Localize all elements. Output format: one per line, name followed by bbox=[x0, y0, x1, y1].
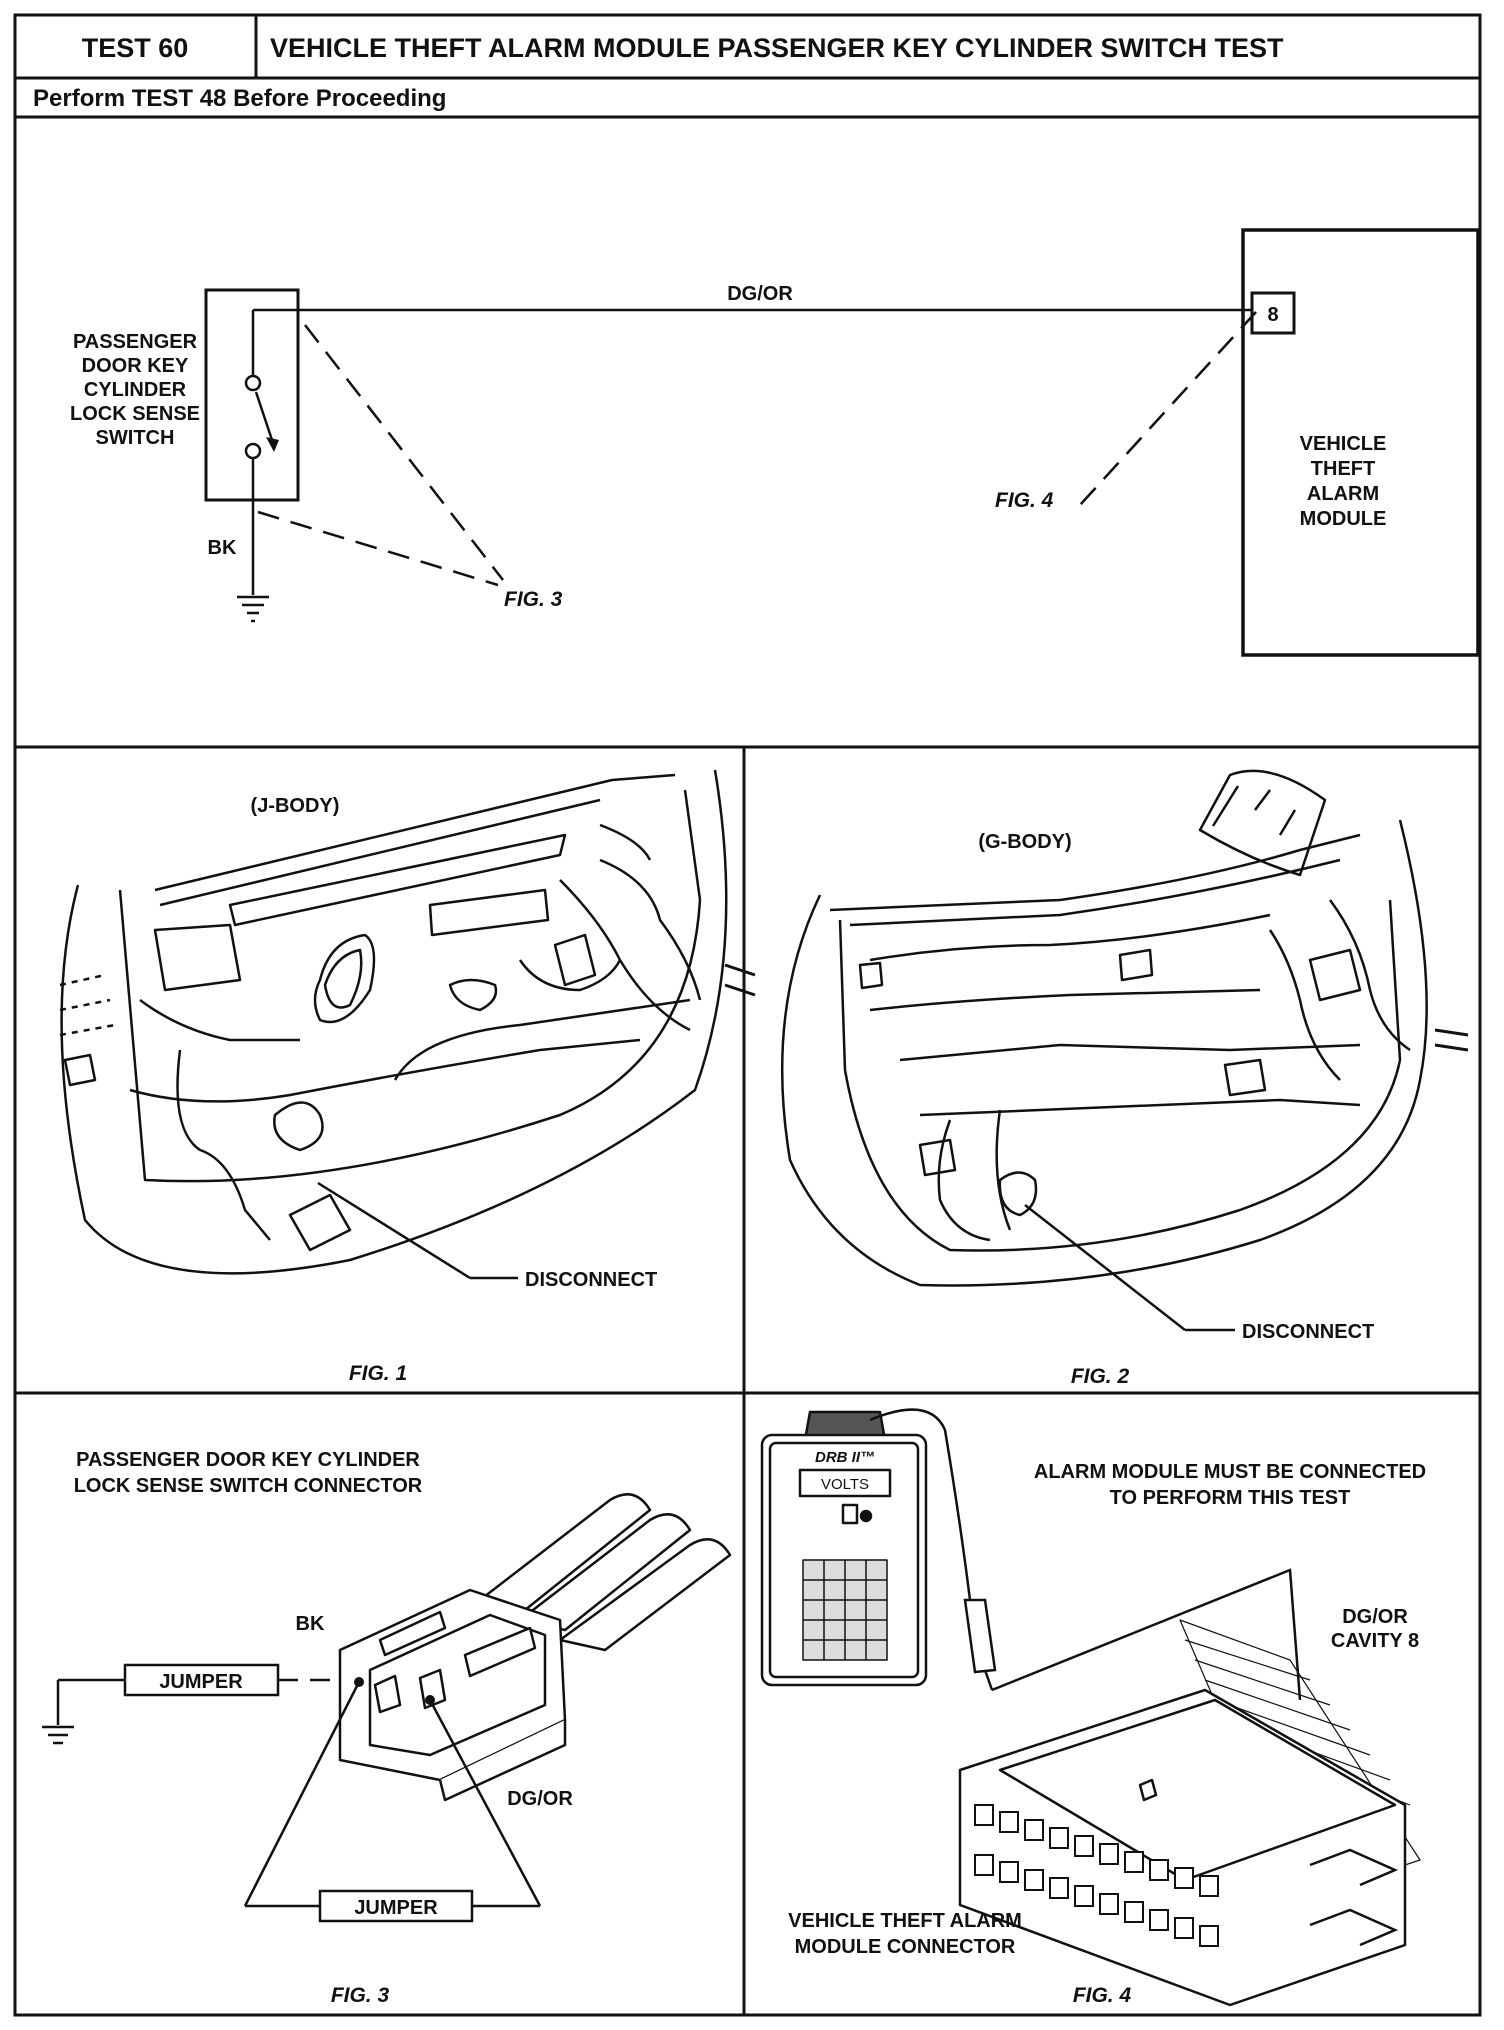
connector-latches bbox=[1309, 1848, 1399, 1947]
fig3-heading-line-2: LOCK SENSE SWITCH CONNECTOR bbox=[74, 1475, 423, 1497]
fig1-body-label: (J-BODY) bbox=[251, 795, 340, 817]
fig3-dg-or-label: DG/OR bbox=[507, 1788, 573, 1810]
test-number: TEST 60 bbox=[82, 33, 189, 63]
jumper-2-label: JUMPER bbox=[354, 1897, 438, 1919]
schematic: PASSENGER DOOR KEY CYLINDER LOCK SENSE S… bbox=[70, 228, 1480, 657]
jumper-1-label: JUMPER bbox=[159, 1671, 243, 1693]
switch-symbol bbox=[244, 308, 298, 500]
fig4-caption: FIG. 4 bbox=[1073, 1984, 1132, 2007]
wire-bundle bbox=[558, 1538, 732, 1652]
fig1-disconnect-leader bbox=[317, 1181, 471, 1280]
fig3-jumper-wiring bbox=[56, 1678, 542, 1908]
door-outline bbox=[780, 819, 1428, 1287]
fig1-caption: FIG. 1 bbox=[349, 1362, 407, 1385]
module-label-line-2: THEFT bbox=[1311, 458, 1375, 480]
ground-icon bbox=[237, 595, 269, 623]
fig4-connector-label-line-2: MODULE CONNECTOR bbox=[795, 1936, 1016, 1958]
module-label-line-1: VEHICLE bbox=[1300, 433, 1387, 455]
connector-cavities bbox=[974, 1804, 1219, 1947]
fig2-g-body-door bbox=[780, 769, 1469, 1287]
fig4-note-line-2: TO PERFORM THIS TEST bbox=[1110, 1487, 1351, 1509]
dg-or-wire-label: DG/OR bbox=[727, 283, 793, 305]
tester-brand-label: DRB II™ bbox=[815, 1449, 875, 1466]
jumper-2-box bbox=[318, 1889, 474, 1923]
switch-label-line-3: CYLINDER bbox=[84, 379, 187, 401]
pin-8-box bbox=[1250, 291, 1296, 335]
fig-4-reference: FIG. 4 bbox=[995, 489, 1054, 512]
tester-display bbox=[798, 1468, 892, 1498]
pin-8-label: 8 bbox=[1267, 304, 1278, 326]
door-outline bbox=[60, 769, 728, 1275]
switch-label-line-5: SWITCH bbox=[96, 427, 175, 449]
jumper-1-box bbox=[123, 1663, 280, 1697]
switch-label-line-2: DOOR KEY bbox=[82, 355, 189, 377]
fig2-caption: FIG. 2 bbox=[1071, 1365, 1130, 1388]
fig4-note-line-1: ALARM MODULE MUST BE CONNECTED bbox=[1034, 1461, 1426, 1483]
switch-label-line-4: LOCK SENSE bbox=[70, 403, 200, 425]
precondition-note: Perform TEST 48 Before Proceeding bbox=[33, 85, 446, 112]
alarm-module-box bbox=[1241, 228, 1480, 657]
fig2-disconnect-label: DISCONNECT bbox=[1242, 1321, 1374, 1343]
bk-wire-label: BK bbox=[208, 537, 237, 559]
fig-reference-leaders bbox=[257, 311, 1257, 587]
fig3-heading-line-1: PASSENGER DOOR KEY CYLINDER bbox=[76, 1449, 420, 1471]
fig3-connector-drawing bbox=[338, 1493, 732, 1802]
module-connector-drawing bbox=[958, 1619, 1421, 2007]
tester-probe-lead bbox=[869, 1408, 1302, 1701]
sheet-frame bbox=[13, 13, 1482, 2017]
door-inner-panel bbox=[118, 789, 702, 1183]
window-frame bbox=[829, 833, 1361, 912]
fig3-caption: FIG. 3 bbox=[331, 1984, 390, 2007]
door-inner-panel bbox=[838, 899, 1402, 1252]
module-label-line-3: ALARM bbox=[1307, 483, 1379, 505]
module-label-line-4: MODULE bbox=[1300, 508, 1387, 530]
switch-label-line-1: PASSENGER bbox=[73, 331, 198, 353]
fig4-wire-label-line-2: CAVITY 8 bbox=[1331, 1630, 1419, 1652]
tester-display-text: VOLTS bbox=[821, 1476, 869, 1493]
fig3-ground-icon bbox=[42, 1725, 74, 1745]
fig2-disconnect-leader bbox=[1024, 1204, 1186, 1331]
window-frame bbox=[154, 773, 676, 892]
fig1-j-body-door bbox=[59, 769, 756, 1275]
fig2-body-label: (G-BODY) bbox=[978, 831, 1071, 853]
test-title: VEHICLE THEFT ALARM MODULE PASSENGER KEY… bbox=[270, 33, 1284, 63]
disconnect-connector-j bbox=[288, 1193, 352, 1252]
switch-arrow-icon bbox=[266, 437, 279, 452]
disconnect-connector-g bbox=[998, 1171, 1038, 1217]
fig-3-reference: FIG. 3 bbox=[504, 588, 563, 611]
fig4-connector-label-line-1: VEHICLE THEFT ALARM bbox=[788, 1910, 1022, 1932]
tester-keypad bbox=[802, 1559, 888, 1661]
fig4-wire-label-line-1: DG/OR bbox=[1342, 1606, 1408, 1628]
fig1-disconnect-label: DISCONNECT bbox=[525, 1269, 657, 1291]
window-opening bbox=[228, 833, 567, 927]
mirror-glass bbox=[1198, 769, 1327, 877]
drb-ii-tester bbox=[760, 1410, 928, 1687]
fig3-bk-label: BK bbox=[296, 1613, 325, 1635]
